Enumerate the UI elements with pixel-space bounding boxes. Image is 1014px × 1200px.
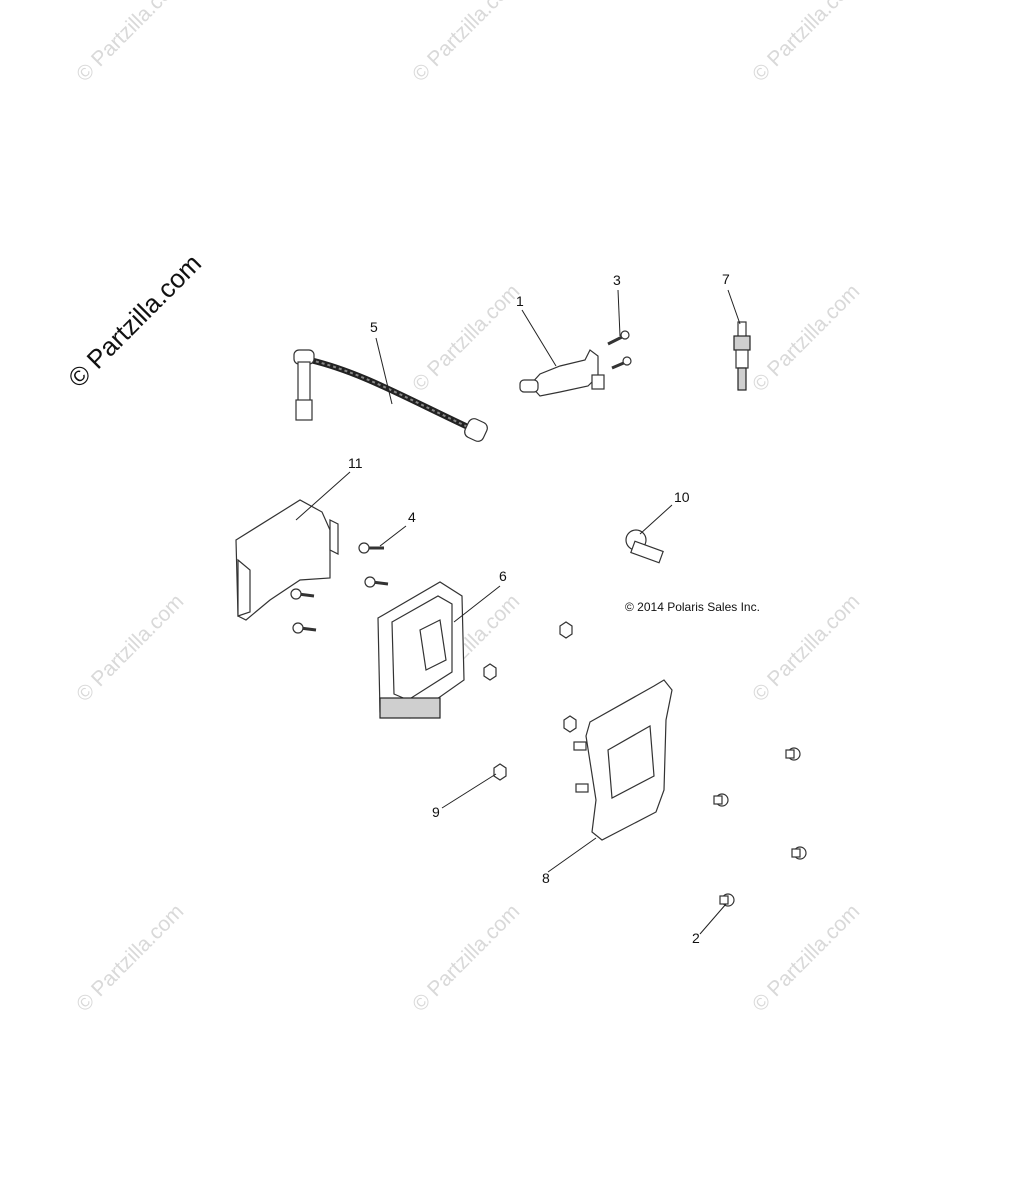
callout-6: 6: [499, 568, 507, 584]
leader-lines: [295, 289, 741, 935]
part-7-spark-plug: [733, 321, 751, 391]
part-11-bracket: [235, 499, 339, 621]
callout-3: 3: [613, 272, 621, 288]
part-5-ignition-wire: [293, 349, 488, 442]
callout-2: 2: [692, 930, 700, 946]
callout-4: 4: [408, 509, 416, 525]
callout-1: 1: [516, 293, 524, 309]
callout-11: 11: [348, 455, 363, 471]
callout-7: 7: [722, 271, 730, 287]
callout-9: 9: [432, 804, 440, 820]
part-3-bolts: [607, 330, 632, 370]
part-nuts: [483, 621, 577, 781]
part-10-clamp: [625, 529, 664, 564]
part-6-ecu: [377, 581, 465, 719]
callout-5: 5: [370, 319, 378, 335]
part-1-ignition-coil: [519, 349, 605, 397]
part-4-screws: [290, 542, 389, 634]
callout-8: 8: [542, 870, 550, 886]
part-2-screws: [713, 747, 807, 907]
copyright-notice: © 2014 Polaris Sales Inc.: [625, 600, 760, 614]
callout-10: 10: [674, 489, 690, 505]
part-8-mount-bracket: [573, 679, 673, 841]
